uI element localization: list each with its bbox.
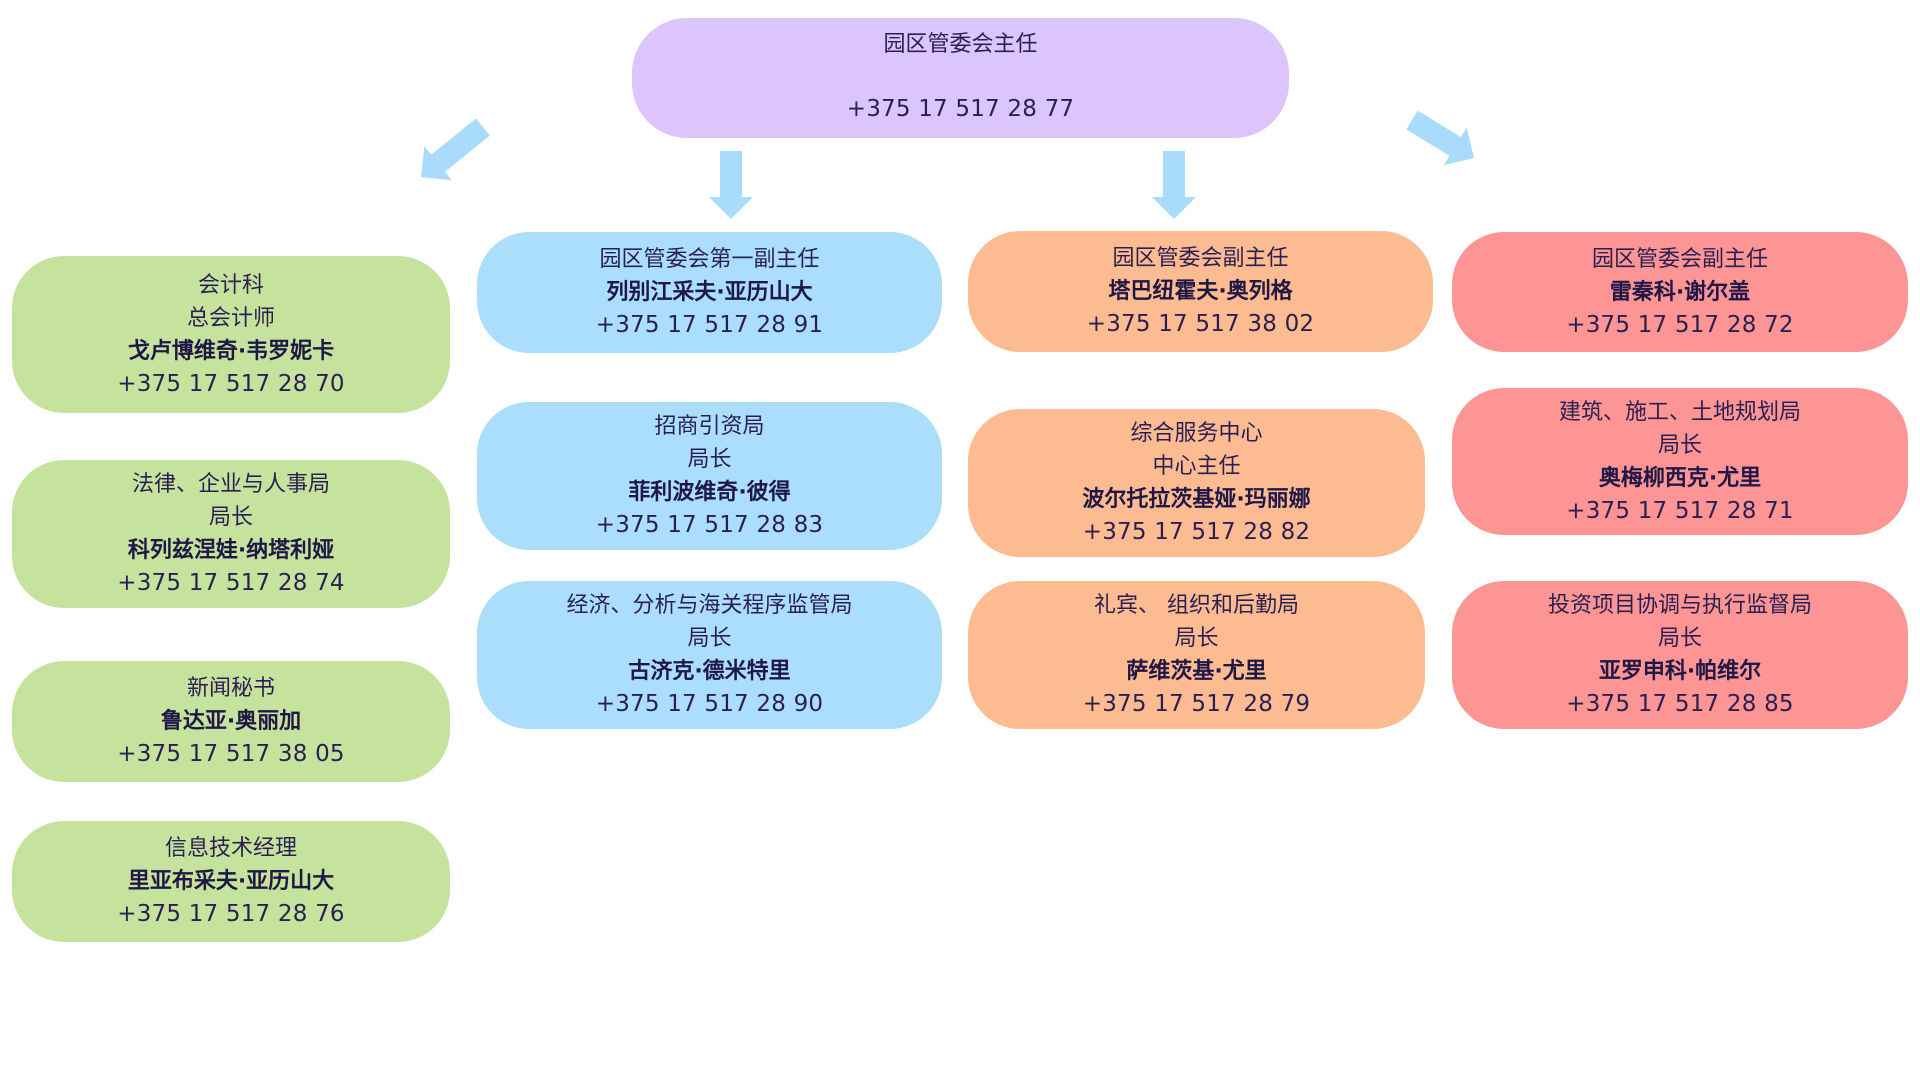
director-box: 园区管委会主任 +375 17 517 28 77 <box>632 18 1289 138</box>
position-title: 局长 <box>687 626 732 651</box>
person-name: 古济克·德米特里 <box>628 659 791 684</box>
phone-number: +375 17 517 28 90 <box>595 691 824 717</box>
position-title: 礼宾、 组织和后勤局 <box>1094 593 1299 618</box>
position-title: 会计科 <box>197 272 264 298</box>
phone-number: +375 17 517 28 74 <box>117 570 345 596</box>
arrow-down-left-icon <box>421 118 490 181</box>
person-name: 雷秦科·谢尔盖 <box>1609 279 1751 305</box>
phone-number: +375 17 517 28 70 <box>117 370 345 397</box>
person-name: 奥梅柳西克·尤里 <box>1598 465 1762 491</box>
position-title: 信息技术经理 <box>164 836 297 861</box>
phone-number: +375 17 517 28 91 <box>595 312 824 338</box>
position-title: 投资项目协调与执行监督局 <box>1547 593 1812 618</box>
phone-number: +375 17 517 28 79 <box>1082 691 1311 717</box>
position-title: 局长 <box>1657 432 1702 458</box>
person-name: 科列兹涅娃·纳塔利娅 <box>127 538 335 563</box>
position-title: 总会计师 <box>186 305 275 331</box>
position-title: 法律、企业与人事局 <box>131 472 330 497</box>
green-card: 新闻秘书鲁达亚·奥丽加 +375 17 517 38 05 <box>12 661 450 782</box>
position-title: 园区管委会副主任 <box>1112 246 1289 271</box>
phone-number: +375 17 517 28 85 <box>1566 691 1794 717</box>
position-title: 局长 <box>1174 626 1219 651</box>
phone-number: +375 17 517 28 82 <box>1082 519 1311 545</box>
phone-number: +375 17 517 38 05 <box>117 741 345 767</box>
position-title: 建筑、施工、土地规划局 <box>1558 399 1801 425</box>
position-title: 局长 <box>1657 626 1702 651</box>
position-title: 新闻秘书 <box>186 676 275 701</box>
orange-card: 礼宾、 组织和后勤局局长萨维茨基·尤里 +375 17 517 28 79 <box>968 581 1425 729</box>
blue-card: 经济、分析与海关程序监管局局长古济克·德米特里 +375 17 517 28 90 <box>477 581 942 729</box>
orange-card: 园区管委会副主任塔巴纽霍夫·奥列格 +375 17 517 38 02 <box>968 231 1433 352</box>
green-card: 信息技术经理里亚布采夫·亚历山大 +375 17 517 28 76 <box>12 821 450 942</box>
phone-number: +375 17 517 28 72 <box>1566 311 1794 338</box>
person-name: 亚罗申科·帕维尔 <box>1598 659 1762 684</box>
position-title: 园区管委会第一副主任 <box>599 247 820 272</box>
position-title: 局长 <box>208 505 253 530</box>
position-title: 局长 <box>687 447 732 472</box>
orange-card: 综合服务中心中心主任波尔托拉茨基娅·玛丽娜 +375 17 517 28 82 <box>968 409 1425 557</box>
person-name: 鲁达亚·奥丽加 <box>160 709 302 734</box>
position-title: 中心主任 <box>1152 454 1241 479</box>
person-name: 戈卢博维奇·韦罗妮卡 <box>127 338 335 364</box>
red-card: 建筑、施工、土地规划局局长奥梅柳西克·尤里 +375 17 517 28 71 <box>1452 388 1908 535</box>
blue-card: 招商引资局局长菲利波维奇·彼得 +375 17 517 28 83 <box>477 402 942 550</box>
green-card: 会计科总会计师戈卢博维奇·韦罗妮卡 +375 17 517 28 70 <box>12 256 450 413</box>
person-name: 列别江采夫·亚历山大 <box>606 280 813 305</box>
position-title: 综合服务中心 <box>1130 421 1263 446</box>
arrow-down-icon <box>709 151 753 219</box>
position-title: 招商引资局 <box>654 414 765 439</box>
phone-number: +375 17 517 28 83 <box>595 512 824 538</box>
phone-number: +375 17 517 28 71 <box>1566 497 1794 524</box>
person-name: 波尔托拉茨基娅·玛丽娜 <box>1082 487 1311 512</box>
person-name: 塔巴纽霍夫·奥列格 <box>1108 279 1293 304</box>
red-card: 投资项目协调与执行监督局局长亚罗申科·帕维尔 +375 17 517 28 85 <box>1452 581 1908 729</box>
person-name: 里亚布采夫·亚历山大 <box>127 869 335 894</box>
position-title: 园区管委会副主任 <box>1591 246 1768 272</box>
blue-card: 园区管委会第一副主任列别江采夫·亚历山大 +375 17 517 28 91 <box>477 232 942 353</box>
director-phone: +375 17 517 28 77 <box>846 96 1075 122</box>
phone-number: +375 17 517 28 76 <box>117 901 345 927</box>
arrow-down-icon <box>1152 151 1196 219</box>
position-title: 经济、分析与海关程序监管局 <box>566 593 853 618</box>
phone-number: +375 17 517 38 02 <box>1086 311 1315 337</box>
director-title: 园区管委会主任 <box>883 32 1038 57</box>
green-card: 法律、企业与人事局局长科列兹涅娃·纳塔利娅 +375 17 517 28 74 <box>12 460 450 608</box>
person-name: 萨维茨基·尤里 <box>1126 659 1267 684</box>
red-card: 园区管委会副主任雷秦科·谢尔盖 +375 17 517 28 72 <box>1452 232 1908 352</box>
person-name: 菲利波维奇·彼得 <box>628 480 791 505</box>
arrow-down-right-icon <box>1406 110 1474 166</box>
